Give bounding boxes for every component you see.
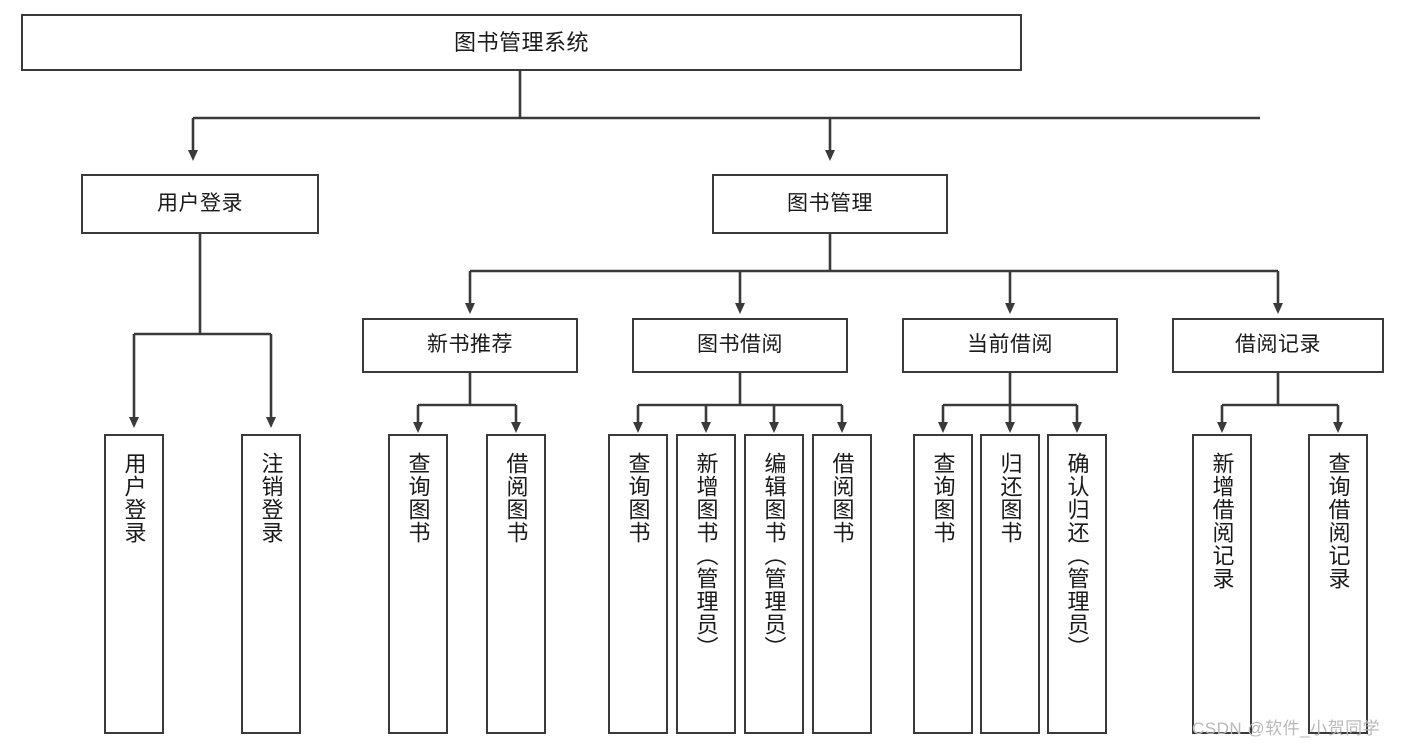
node-label: 注销登录 (258, 452, 284, 544)
node-book-borrow[interactable]: 图书借阅 (632, 318, 848, 373)
leaf-new-book-borrow-book[interactable]: 借阅图书 (486, 434, 546, 734)
node-label: 借阅图书 (503, 452, 529, 544)
node-label: 用户登录 (121, 452, 147, 544)
leaf-user-login-logout[interactable]: 注销登录 (241, 434, 301, 734)
leaf-current-borrow-query-book[interactable]: 查询图书 (913, 434, 973, 734)
node-label: 查询图书 (625, 452, 651, 544)
node-user-login[interactable]: 用户登录 (81, 174, 319, 234)
node-label: 图书借阅 (697, 333, 783, 357)
leaf-book-borrow-edit-book[interactable]: 编辑图书（管理员） (744, 434, 804, 734)
leaf-borrow-record-add-record[interactable]: 新增借阅记录 (1192, 434, 1252, 734)
node-label: 图书管理系统 (453, 29, 589, 55)
node-label: 新增图书（管理员） (693, 452, 719, 659)
leaf-current-borrow-return-book[interactable]: 归还图书 (980, 434, 1040, 734)
node-label: 用户登录 (157, 191, 243, 215)
node-current-borrow[interactable]: 当前借阅 (902, 318, 1118, 373)
node-label: 新书推荐 (427, 333, 513, 357)
node-label: 确认归还（管理员） (1064, 452, 1090, 659)
node-new-book-recommend[interactable]: 新书推荐 (362, 318, 578, 373)
node-label: 借阅记录 (1235, 333, 1321, 357)
leaf-borrow-record-query-record[interactable]: 查询借阅记录 (1308, 434, 1368, 734)
node-label: 借阅图书 (829, 452, 855, 544)
leaf-user-login-login[interactable]: 用户登录 (104, 434, 164, 734)
node-label: 查询借阅记录 (1325, 452, 1351, 590)
leaf-book-borrow-add-book[interactable]: 新增图书（管理员） (676, 434, 736, 734)
node-label: 归还图书 (997, 452, 1023, 544)
node-label: 查询图书 (930, 452, 956, 544)
leaf-book-borrow-query-book[interactable]: 查询图书 (608, 434, 668, 734)
node-label: 当前借阅 (967, 333, 1053, 357)
csdn-watermark: CSDN @软件_小贺同学 (1192, 719, 1381, 738)
node-label: 查询图书 (405, 452, 431, 544)
leaf-current-borrow-confirm-return[interactable]: 确认归还（管理员） (1047, 434, 1107, 734)
node-book-management-system[interactable]: 图书管理系统 (21, 14, 1022, 71)
node-label: 新增借阅记录 (1209, 452, 1235, 590)
leaf-book-borrow-borrow-book[interactable]: 借阅图书 (812, 434, 872, 734)
leaf-new-book-query-book[interactable]: 查询图书 (388, 434, 448, 734)
node-book-management[interactable]: 图书管理 (712, 174, 948, 234)
node-label: 图书管理 (787, 191, 873, 215)
node-label: 编辑图书（管理员） (761, 452, 787, 659)
node-borrow-record[interactable]: 借阅记录 (1172, 318, 1384, 373)
